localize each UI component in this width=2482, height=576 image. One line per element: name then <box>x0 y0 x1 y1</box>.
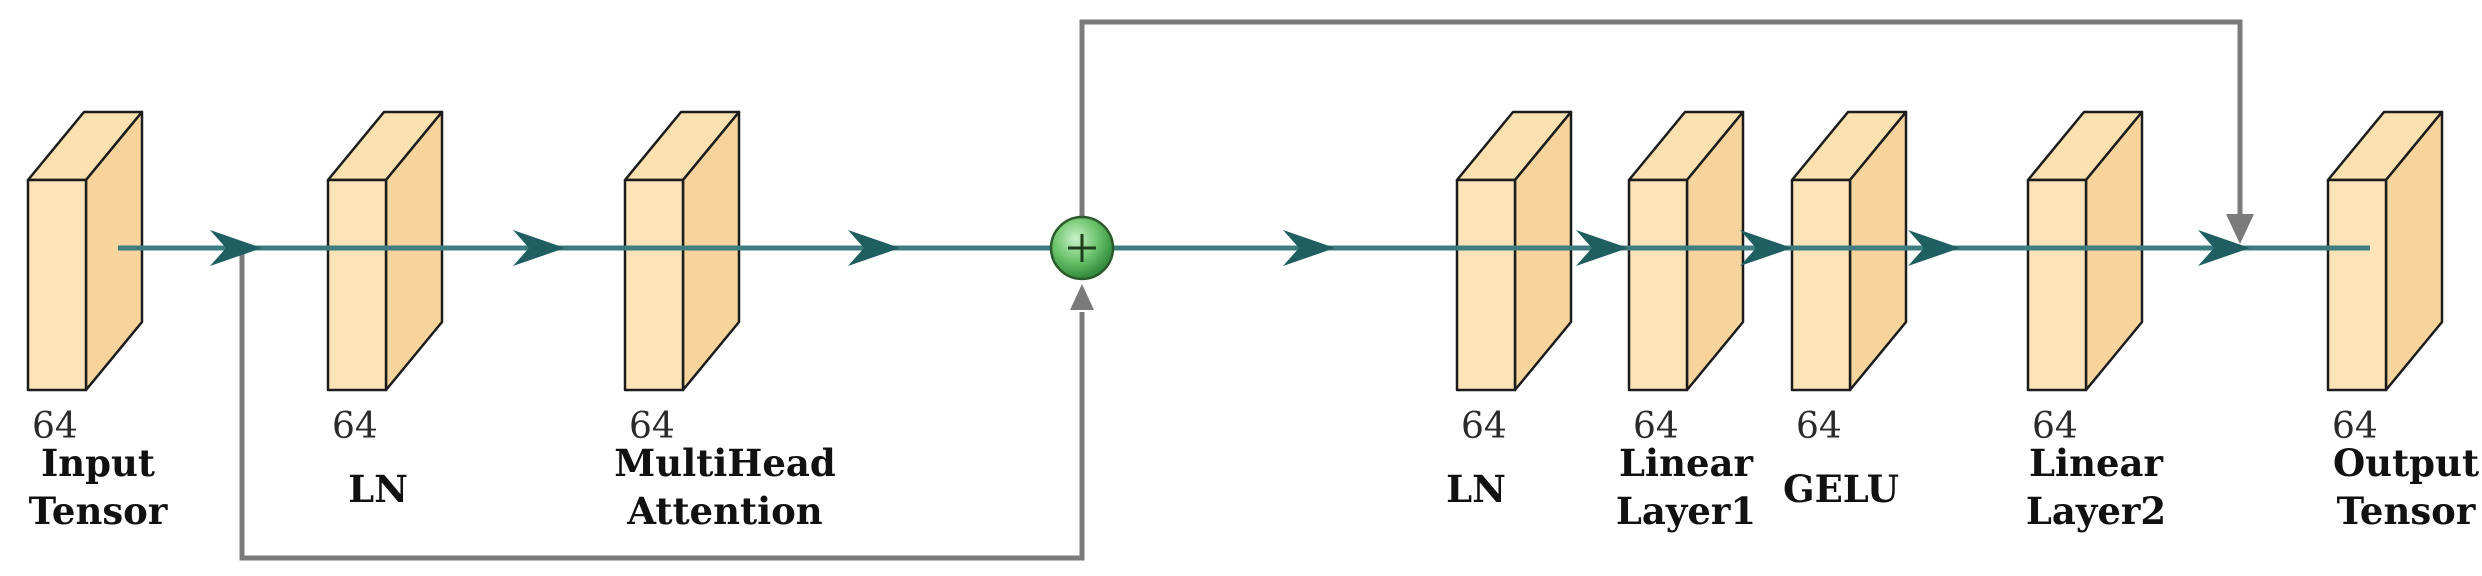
block-front-face <box>1627 178 1689 392</box>
block-name-label: Layer1 <box>1616 489 1756 533</box>
skip-arrowhead-up <box>1070 284 1094 310</box>
block-linear2 <box>2026 110 2144 392</box>
blocks <box>26 110 2444 392</box>
block-dim-label: 64 <box>1796 406 1842 447</box>
block-ln2 <box>1455 110 1573 392</box>
block-dim-label: 64 <box>629 406 675 447</box>
flow-arrowhead <box>513 230 565 266</box>
skip-arrowhead-down <box>2226 214 2254 244</box>
block-name-label: Layer2 <box>2026 489 2166 533</box>
block-dim-label: 64 <box>332 406 378 447</box>
block-name-label: LN <box>1446 467 1506 511</box>
block-linear1 <box>1627 110 1745 392</box>
block-front-face <box>1790 178 1852 392</box>
block-mha <box>623 110 741 392</box>
block-name-label: LN <box>348 467 408 511</box>
block-input <box>26 110 144 392</box>
skip-connection-attention <box>239 248 1085 561</box>
block-dim-label: 64 <box>1633 406 1679 447</box>
block-dim-label: 64 <box>1461 406 1507 447</box>
flow-arrowhead <box>2198 230 2250 266</box>
block-name-label: Output <box>2333 441 2479 485</box>
flow-arrowhead <box>1908 230 1960 266</box>
block-front-face <box>26 178 88 392</box>
block-name-label: Linear <box>2029 441 2163 485</box>
block-output <box>2326 110 2444 392</box>
block-name-label: Attention <box>626 489 823 533</box>
residual-add-node <box>1049 215 1115 281</box>
skip-connections <box>239 19 2254 561</box>
main-flow <box>118 230 2370 266</box>
flow-arrowhead <box>848 230 900 266</box>
block-front-face <box>1455 178 1517 392</box>
block-dim-label: 64 <box>32 406 78 447</box>
block-dim-label: 64 <box>2332 406 2378 447</box>
flow-arrowhead <box>1740 230 1792 266</box>
flow-arrowhead <box>210 230 262 266</box>
labels: 64InputTensor64LN64MultiHeadAttention64L… <box>29 406 2479 533</box>
block-gelu <box>1790 110 1908 392</box>
block-front-face <box>326 178 388 392</box>
block-name-label: Input <box>41 441 155 485</box>
block-name-label: GELU <box>1783 467 1899 511</box>
block-name-label: Tensor <box>2337 489 2476 533</box>
block-front-face <box>2326 178 2388 392</box>
flow-arrowhead <box>1576 230 1628 266</box>
block-ln1 <box>326 110 444 392</box>
flow-arrowhead <box>1283 230 1335 266</box>
block-front-face <box>623 178 685 392</box>
block-dim-label: 64 <box>2032 406 2078 447</box>
block-name-label: MultiHead <box>614 441 835 485</box>
block-name-label: Linear <box>1619 441 1753 485</box>
block-front-face <box>2026 178 2088 392</box>
block-name-label: Tensor <box>29 489 168 533</box>
skip-connection-mlp <box>1079 19 2243 217</box>
